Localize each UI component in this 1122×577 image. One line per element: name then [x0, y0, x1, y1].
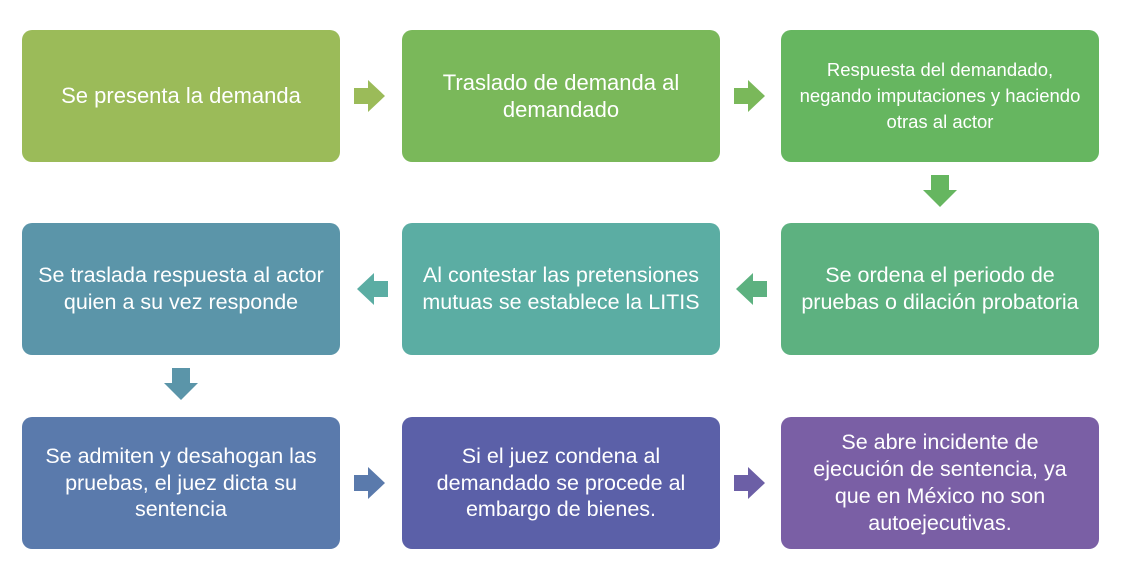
step-7-text: Se admiten y desahogan las pruebas, el j… — [45, 443, 317, 522]
arrow-right-icon — [354, 80, 385, 112]
arrow-left-icon — [736, 273, 767, 305]
arrow-3-shape — [923, 175, 957, 207]
arrow-right-icon — [734, 80, 765, 112]
arrow-4-shape — [736, 273, 767, 305]
step-6-text: Se traslada respuesta al actor quien a s… — [38, 263, 324, 314]
arrow-2-shape — [734, 80, 765, 112]
step-7-box: Se admiten y desahogan las pruebas, el j… — [22, 417, 340, 549]
step-4-text: Se ordena el periodo de pruebas o dilaci… — [801, 263, 1079, 314]
step-1-box: Se presenta la demanda — [22, 30, 340, 162]
step-6-box: Se traslada respuesta al actor quien a s… — [22, 223, 340, 355]
arrow-8-shape — [734, 467, 765, 499]
arrow-down-icon — [164, 368, 198, 400]
arrow-1-shape — [354, 80, 385, 112]
arrow-7-shape — [354, 467, 385, 499]
step-2-box: Traslado de demanda al demandado — [402, 30, 720, 162]
step-8-box: Si el juez condena al demandado se proce… — [402, 417, 720, 549]
step-3-box: Respuesta del demandado, negando imputac… — [781, 30, 1099, 162]
arrow-right-icon — [734, 467, 765, 499]
step-1-text: Se presenta la demanda — [61, 83, 301, 109]
step-5-text: Al contestar las pretensiones mutuas se … — [422, 263, 700, 314]
step-8-text: Si el juez condena al demandado se proce… — [436, 443, 686, 522]
arrow-right-icon — [354, 467, 385, 499]
step-4-box: Se ordena el periodo de pruebas o dilaci… — [781, 223, 1099, 355]
arrow-down-icon — [923, 175, 957, 207]
arrow-left-icon — [357, 273, 388, 305]
step-9-box: Se abre incidente de ejecución de senten… — [781, 417, 1099, 549]
step-5-box: Al contestar las pretensiones mutuas se … — [402, 223, 720, 355]
step-2-text: Traslado de demanda al demandado — [442, 69, 680, 123]
step-9-text: Se abre incidente de ejecución de senten… — [813, 430, 1067, 535]
arrow-6-shape — [164, 368, 198, 400]
step-3-text: Respuesta del demandado, negando imputac… — [799, 59, 1081, 132]
arrow-5-shape — [357, 273, 388, 305]
